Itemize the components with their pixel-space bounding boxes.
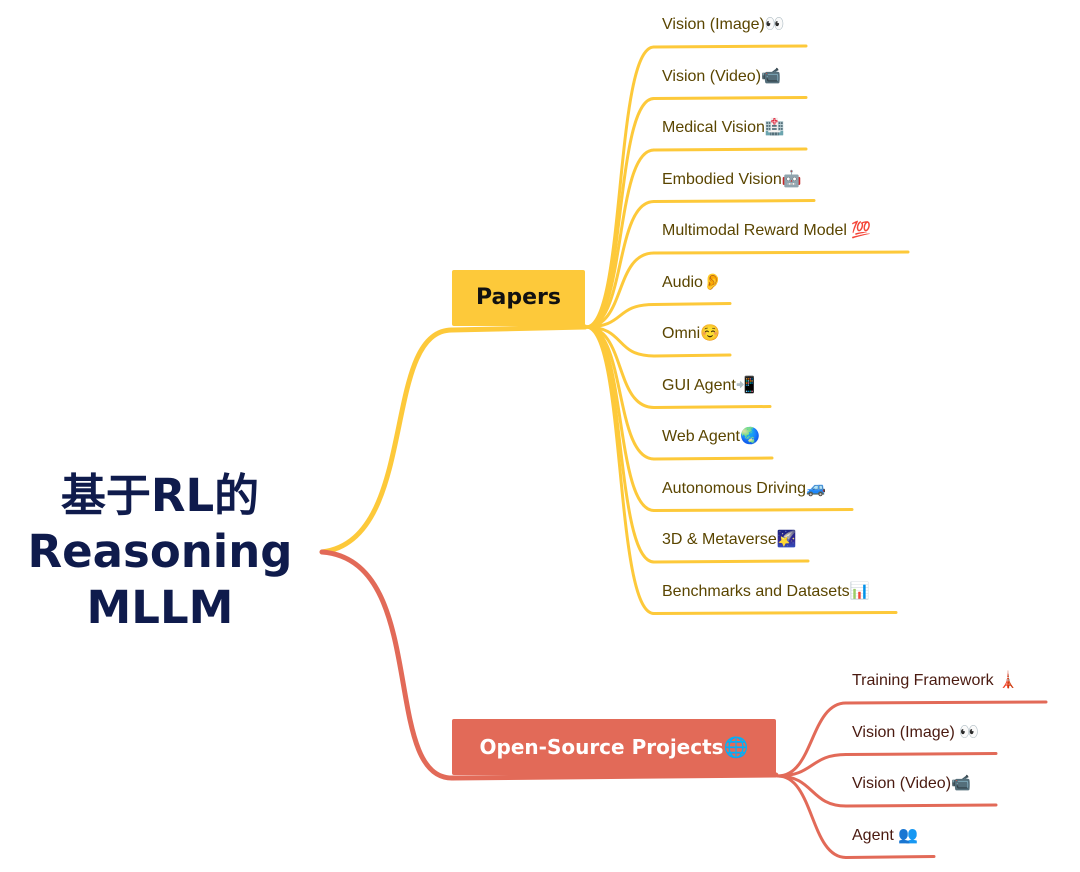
root-topic[interactable]: 基于RL的 Reasoning MLLM: [10, 468, 310, 636]
papers-leaf-item[interactable]: Web Agent🌏: [662, 428, 760, 445]
papers-leaf-item[interactable]: Vision (Image)👀: [662, 16, 785, 33]
open-source-branch-underline: [449, 772, 779, 781]
papers-leaf-underline: [652, 147, 808, 152]
connector-root-open-source: [319, 549, 455, 781]
open-source-leaf-item[interactable]: Training Framework 🗼: [852, 672, 1019, 689]
papers-leaf-underline: [652, 508, 854, 512]
papers-leaf-item[interactable]: Vision (Video)📹: [662, 67, 781, 85]
connector-papers-leaf: [584, 200, 656, 329]
connector-papers-leaf: [584, 303, 656, 329]
papers-leaf-underline: [652, 405, 772, 409]
papers-leaf-item[interactable]: Omni☺️: [662, 325, 721, 342]
connector-papers-leaf: [584, 251, 656, 329]
papers-leaf-item[interactable]: 3D & Metaverse🌠: [662, 531, 797, 548]
connector-open-source-leaf: [776, 774, 848, 859]
connector-root-papers: [319, 327, 455, 555]
papers-leaf-item[interactable]: Medical Vision🏥: [662, 119, 785, 136]
papers-leaf-item[interactable]: Embodied Vision🤖: [662, 170, 802, 188]
papers-branch-underline: [449, 324, 588, 333]
connector-papers-leaf: [584, 325, 656, 615]
open-source-leaf-underline: [844, 803, 998, 808]
open-source-leaf-item[interactable]: Vision (Video)📹: [852, 775, 971, 792]
papers-leaf-underline: [652, 611, 898, 615]
papers-leaf-item[interactable]: GUI Agent📲: [662, 376, 756, 394]
papers-leaf-underline: [652, 456, 774, 461]
open-source-leaf-underline: [844, 700, 1048, 705]
connector-open-source-leaf: [776, 701, 848, 778]
connector-papers-leaf: [584, 45, 656, 329]
connector-papers-leaf: [584, 325, 656, 564]
papers-leaf-underline: [652, 353, 732, 358]
open-source-leaf-underline: [844, 855, 936, 859]
connector-papers-leaf: [584, 97, 656, 329]
papers-leaf-item[interactable]: Audio👂: [662, 273, 723, 291]
papers-branch-label[interactable]: Papers: [452, 270, 585, 326]
root-topic-line-2: Reasoning: [27, 525, 293, 578]
open-source-projects-branch-label[interactable]: Open-Source Projects🌐: [452, 719, 776, 775]
open-source-leaf-underline: [844, 752, 998, 756]
papers-leaf-underline: [652, 250, 910, 255]
open-source-leaf-item[interactable]: Agent 👥: [852, 826, 919, 844]
papers-leaf-underline: [652, 302, 732, 306]
papers-leaf-underline: [652, 44, 808, 49]
papers-leaf-item[interactable]: Benchmarks and Datasets📊: [662, 582, 870, 600]
root-topic-line-3: MLLM: [86, 581, 234, 634]
papers-leaf-item[interactable]: Autonomous Driving🚙: [662, 479, 826, 497]
connector-open-source-leaf: [776, 774, 848, 808]
papers-leaf-underline: [652, 199, 816, 203]
open-source-leaf-item[interactable]: Vision (Image) 👀: [852, 723, 980, 741]
root-topic-line-1: 基于RL的: [60, 469, 260, 522]
papers-leaf-item[interactable]: Multimodal Reward Model 💯: [662, 222, 872, 239]
connector-papers-leaf: [584, 148, 656, 329]
papers-leaf-underline: [652, 96, 808, 100]
papers-leaf-underline: [652, 559, 810, 564]
